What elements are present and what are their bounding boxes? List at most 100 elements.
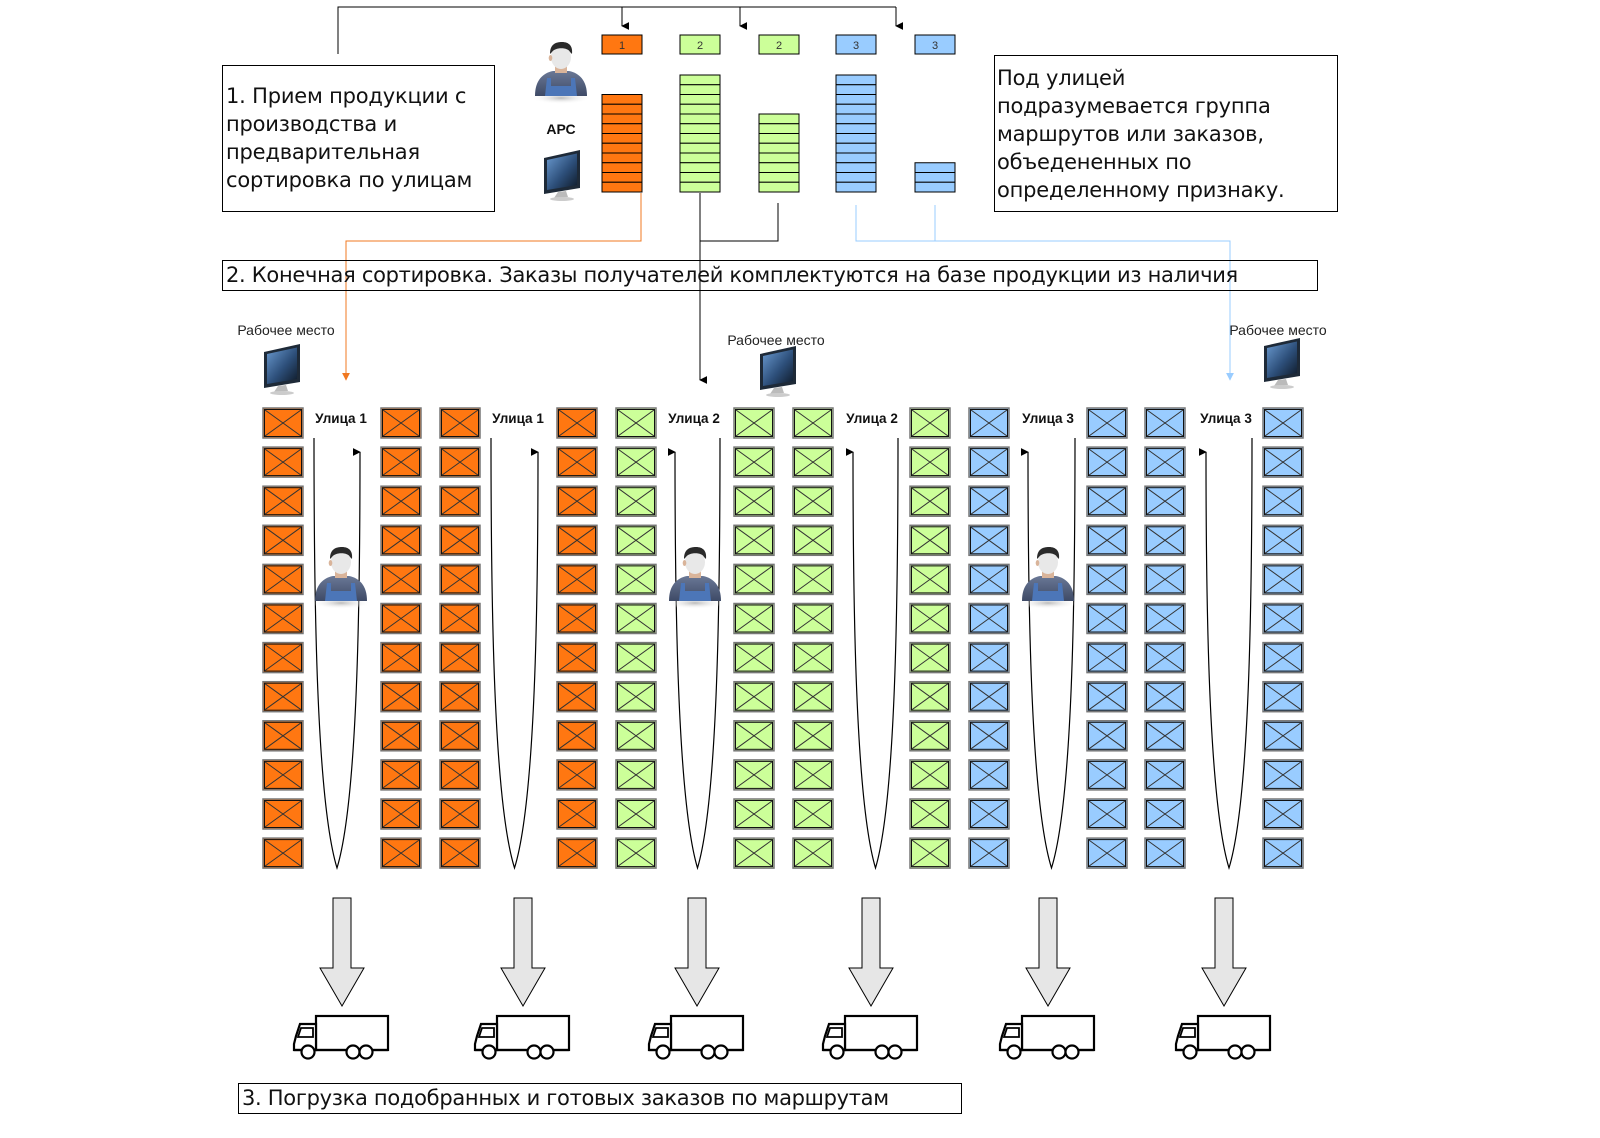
rack-cell <box>1144 759 1186 791</box>
buffer-slot <box>758 152 800 164</box>
rack-cell <box>968 759 1010 791</box>
buffer-slot <box>835 133 877 144</box>
rack-cell <box>909 485 951 517</box>
rack-cell <box>1086 837 1128 869</box>
rack-cell <box>968 485 1010 517</box>
rack-cell <box>615 759 657 791</box>
rack-cell <box>792 524 834 557</box>
rack-cell <box>733 446 775 478</box>
rack-cell <box>909 837 951 869</box>
rack-cell <box>556 759 598 791</box>
buffer-slot <box>679 133 721 144</box>
buffer-slot <box>601 123 643 134</box>
rack-cell <box>556 446 598 478</box>
buffer-slot <box>758 123 800 134</box>
buffer-slot <box>601 181 643 193</box>
rack-cell <box>1262 759 1304 791</box>
rack-cell <box>968 524 1010 557</box>
buffer-slot <box>835 172 877 183</box>
picking-route-loop <box>845 437 899 871</box>
buffer-slot <box>914 162 956 173</box>
rack-cell <box>1086 641 1128 674</box>
buffer-stack: 2 <box>758 34 800 193</box>
rack-cell <box>1144 720 1186 752</box>
aisle-street-2: Улица 2 <box>667 411 721 871</box>
buffer-header <box>758 34 800 55</box>
rack-cell <box>1262 837 1304 869</box>
buffer-slot <box>758 172 800 183</box>
buffer-slot <box>835 142 877 154</box>
buffer-slot <box>601 103 643 115</box>
rack-cell <box>615 798 657 830</box>
rack-cell <box>968 720 1010 752</box>
rack-cell <box>792 720 834 752</box>
rack-cell <box>1144 602 1186 635</box>
rack-cell <box>262 680 304 713</box>
buffer-slot <box>601 152 643 164</box>
rack-cell <box>792 798 834 830</box>
rack-cell <box>1144 680 1186 713</box>
rack-cell <box>1086 446 1128 478</box>
buffer-slot <box>835 74 877 86</box>
rack-cell <box>792 407 834 439</box>
rack-cell <box>556 407 598 439</box>
buffer-stack: 3 <box>914 34 956 193</box>
rack-cell <box>262 563 304 596</box>
routing-lines <box>342 193 1234 384</box>
buffer-stack: 1 <box>601 34 643 193</box>
rack-cell <box>733 641 775 674</box>
rack-cell <box>1262 563 1304 596</box>
aisle-label: Улица 3 <box>1200 411 1252 426</box>
operator-label: АРС <box>546 121 575 137</box>
rack-cell <box>262 407 304 439</box>
rack-cell <box>1086 759 1128 791</box>
rack-cell <box>556 563 598 596</box>
picking-route-loop <box>490 437 539 871</box>
rack-cell <box>439 602 481 635</box>
aisle-label: Улица 1 <box>492 411 544 426</box>
buffer-slot <box>679 162 721 173</box>
operator-worker-icon <box>531 42 591 104</box>
buffer-slot <box>758 162 800 173</box>
rack-cell <box>380 446 422 478</box>
buffer-slot <box>679 181 721 193</box>
rack-cell <box>792 837 834 869</box>
rack-cell <box>615 524 657 557</box>
rack-cell <box>439 524 481 557</box>
rack-cell <box>1262 407 1304 439</box>
rack-cell <box>380 759 422 791</box>
rack-cell <box>733 563 775 596</box>
rack-cell <box>792 759 834 791</box>
buffer-stack: 2 <box>679 34 721 193</box>
rack-cell <box>262 759 304 791</box>
aisle-worker-icon <box>1018 547 1078 609</box>
buffer-slot <box>758 142 800 154</box>
rack-cell <box>1262 446 1304 478</box>
buffer-header <box>835 34 877 55</box>
buffer-slot <box>679 94 721 105</box>
rack-cell <box>380 485 422 517</box>
step1-line: сортировка по улицам <box>226 168 473 192</box>
aisle-worker-icon <box>665 547 725 609</box>
rack-cell <box>968 563 1010 596</box>
loading-arrow-icon <box>319 897 365 1007</box>
picking-route-loop <box>1020 437 1076 871</box>
loading-arrow-icon <box>500 897 546 1007</box>
step2-final-sort-box: 2. Конечная сортировка. Заказы получател… <box>222 260 1318 291</box>
rack-cell <box>556 798 598 830</box>
buffer-slot <box>914 181 956 193</box>
rack-cell <box>262 524 304 557</box>
rack-cell <box>909 680 951 713</box>
rack-cell <box>1144 485 1186 517</box>
operator-monitor-icon <box>544 150 580 201</box>
rack-cell <box>1086 524 1128 557</box>
rack-cell <box>909 407 951 439</box>
buffer-slot <box>835 152 877 164</box>
rack-cell <box>792 485 834 517</box>
rack-cell <box>792 563 834 596</box>
aisle-street-3: Улица 3 <box>1020 411 1076 871</box>
aisle-label: Улица 2 <box>668 411 720 426</box>
rack-cell <box>1144 641 1186 674</box>
note-line: Под улицей <box>997 66 1126 90</box>
rack-cell <box>439 720 481 752</box>
